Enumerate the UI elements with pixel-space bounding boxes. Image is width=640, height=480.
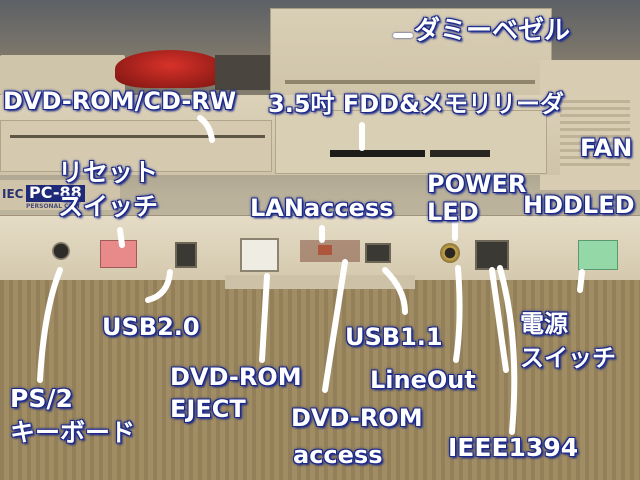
dark-item [215,55,270,90]
red-bowl [115,50,225,88]
vent-grille [560,100,630,170]
line-out-jack [440,243,460,263]
label-power-led-line1: POWER [427,170,527,198]
power-switch [578,240,618,270]
label-ps2-line1: PS/2 [10,384,73,413]
bezel-dash [393,33,413,38]
fdd-slot [330,150,425,157]
label-power-switch-line2: スイッチ [520,344,616,372]
card-reader-slot [430,150,490,157]
usb11-port [365,243,391,263]
leader-dvd-access [322,259,348,393]
case-subtext: PERSONAL COM [26,203,80,210]
label-fdd-card: 3.5吋 FDD&メモリリーダ [268,90,565,118]
leader-reset [117,227,125,248]
left-beige-box [0,55,125,95]
label-dummy-bezel: ダミーベゼル [414,16,571,46]
label-ps2-line2: キーボード [10,418,136,447]
leader-ieee-1 [489,267,509,373]
label-dvd-access-line1: DVD-ROM [291,404,423,432]
leader-power-switch [577,269,585,293]
ieee1394-port [475,240,509,270]
label-hdd-led: HDDLED [523,191,635,219]
tatami-floor [0,280,640,480]
dummy-bezel-slot [285,80,535,84]
label-reset-line2: スイッチ [58,192,159,221]
case-brand-prefix: IEC [2,187,24,201]
label-line-out: LineOut [370,366,476,394]
label-power-led-line2: LED [427,198,479,226]
case-brand-text: PC-88 [26,184,85,202]
label-fan: FAN [580,134,633,162]
dvd-eject-button [240,238,279,272]
usb20-port [175,242,197,268]
dvd-access-panel [300,240,360,262]
label-lan-access: LANaccess [250,194,394,222]
panel-lip [225,275,415,289]
label-dvd-eject-line2: EJECT [170,395,246,423]
leader-usb20 [145,269,173,303]
leader-usb11 [382,267,408,315]
leader-ps2 [37,267,63,383]
leader-dvd [197,115,215,143]
label-dvd-eject-line1: DVD-ROM [170,363,302,391]
label-reset-line1: リセット [58,158,159,187]
leader-dvd-eject [259,273,270,363]
label-dvd-drive: DVD-ROM/CD-RW [3,87,237,115]
label-power-switch-line1: 電源 [520,310,568,338]
dummy-bezel-unit [270,8,552,102]
fdd-bay [275,110,547,174]
label-ieee1394: IEEE1394 [448,433,579,462]
ps2-keyboard-port [52,242,70,260]
leader-ieee-2 [497,265,518,435]
dvd-drive-slot [10,135,265,138]
label-usb11: USB1.1 [345,323,443,351]
label-usb20: USB2.0 [102,313,200,341]
dvd-drive-bay [0,120,272,172]
label-dvd-access-line2: access [293,441,383,469]
leader-lineout [453,265,463,363]
